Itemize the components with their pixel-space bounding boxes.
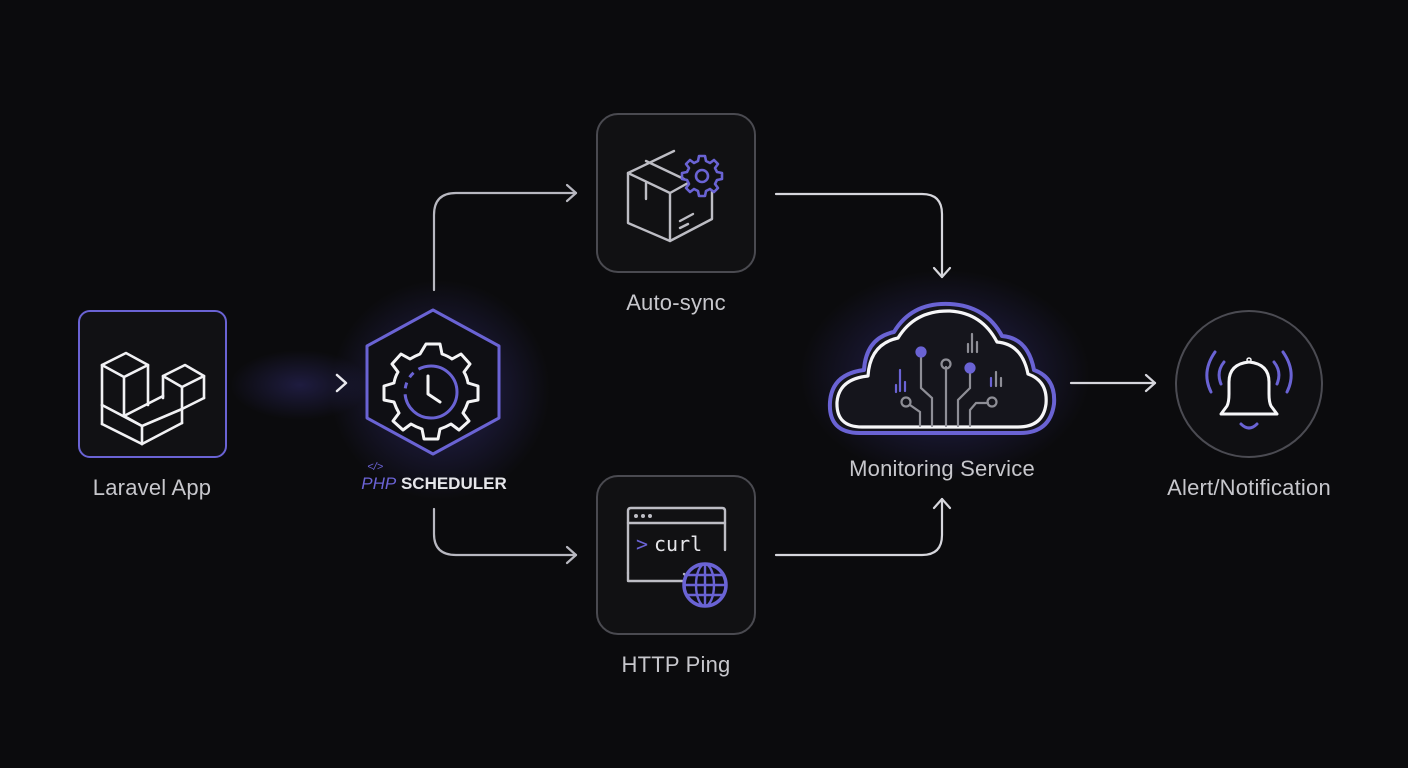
edge-autosync-to-monitoring (774, 192, 952, 279)
http-ping-node[interactable]: > curl (596, 475, 756, 635)
edge-httpping-to-monitoring (774, 497, 952, 557)
auto-sync-node[interactable] (596, 113, 756, 273)
php-scheduler-node[interactable] (360, 306, 506, 458)
bell-ringing-icon (1205, 350, 1293, 430)
monitoring-service-label: Monitoring Service (849, 456, 1035, 481)
alert-notification-label: Alert/Notification (1167, 475, 1331, 500)
terminal-globe-icon: > curl (626, 506, 728, 608)
laravel-app-node[interactable] (78, 310, 227, 458)
circuit-icon (894, 332, 1003, 428)
edge-laravel-to-scheduler (243, 373, 348, 393)
php-text: PHP (361, 474, 397, 493)
edge-scheduler-to-autosync (432, 183, 578, 292)
globe-icon (682, 562, 728, 608)
edge-scheduler-to-httpping (432, 507, 578, 565)
small-gear-icon (680, 154, 724, 198)
laravel-logo-icon (100, 351, 205, 445)
monitoring-service-node[interactable] (820, 290, 1060, 450)
scheduler-text: SCHEDULER (400, 474, 507, 493)
auto-sync-label: Auto-sync (626, 290, 726, 315)
terminal-command: curl (654, 532, 702, 556)
terminal-prompt: > (636, 532, 648, 556)
code-brackets-icon: </> (367, 461, 384, 473)
php-scheduler-label: </>PHP SCHEDULER (361, 461, 507, 494)
alert-notification-node[interactable] (1175, 310, 1323, 458)
gear-clock-icon (382, 342, 480, 441)
http-ping-label: HTTP Ping (621, 652, 731, 677)
php-prefix: </>PHP (361, 461, 397, 493)
laravel-app-label: Laravel App (92, 475, 212, 500)
edge-monitoring-to-alert (1069, 373, 1157, 393)
box-gear-icon (626, 149, 724, 243)
